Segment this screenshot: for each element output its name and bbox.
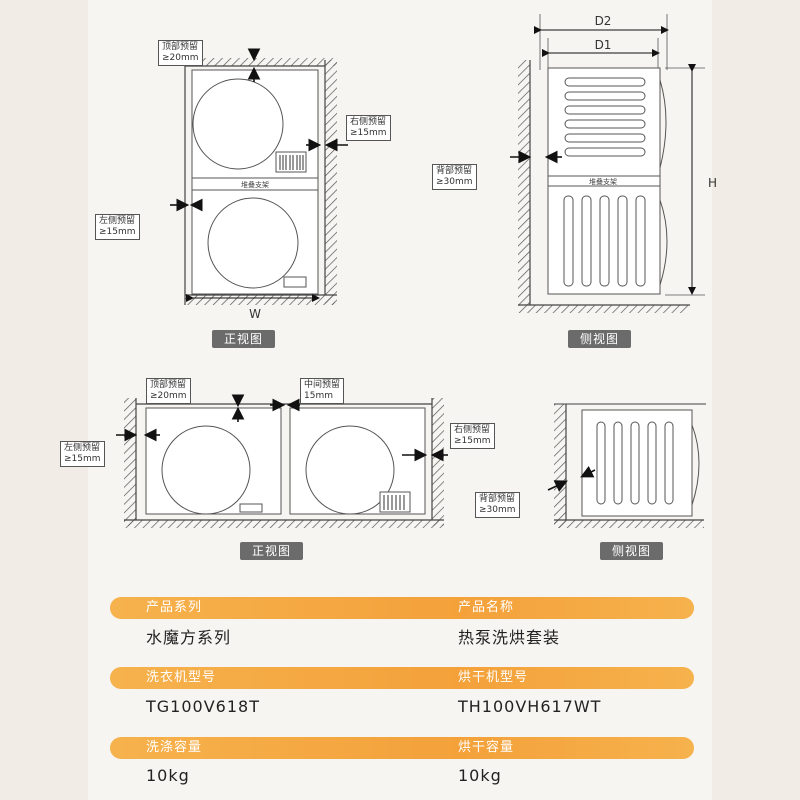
bottom-side-callout-back: 背部预留 ≥30mm	[475, 492, 520, 518]
top-front-view: 堆叠支架 W	[170, 48, 348, 321]
top-side-callout-back: 背部预留 ≥30mm	[432, 164, 477, 190]
h-label: H	[708, 176, 717, 190]
callout-value: ≥15mm	[350, 128, 387, 138]
callout-title: 右侧预留	[350, 117, 387, 127]
wash-capacity-value: 10kg	[146, 766, 190, 785]
wall-right-hatch	[325, 60, 337, 305]
series-value: 水魔方系列	[146, 628, 232, 647]
bottom-front-view-label: 正视图	[240, 542, 304, 560]
callout-value: ≥20mm	[150, 391, 187, 401]
callout-title: 中间预留	[304, 380, 341, 390]
washer-filter	[283, 276, 307, 288]
callout-value: ≥15mm	[64, 454, 101, 464]
callout-value: ≥30mm	[436, 177, 473, 187]
top-front-view-label: 正视图	[212, 330, 276, 348]
dryer-model-value: TH100VH617WT	[458, 697, 602, 716]
spec-bar-series	[110, 597, 694, 619]
callout-value: ≥20mm	[162, 53, 199, 63]
bottom-front-callout-right: 右侧预留 ≥15mm	[450, 423, 495, 449]
washer-model-value: TG100V618T	[146, 697, 260, 716]
bottom-side-view-label: 侧视图	[600, 542, 664, 560]
washer-door	[207, 197, 299, 289]
callout-title: 左侧预留	[99, 216, 136, 226]
washer-model-label: 洗衣机型号	[146, 670, 217, 685]
spec-bar-capacity	[110, 737, 694, 759]
callout-value: 15mm	[304, 391, 333, 401]
floor-hatch	[185, 295, 335, 305]
top-front-callout-right: 右侧预留 ≥15mm	[346, 115, 391, 141]
d2-label: D2	[595, 14, 612, 28]
callout-value: ≥15mm	[99, 227, 136, 237]
dry-capacity-value: 10kg	[458, 766, 502, 785]
callout-title: 顶部预留	[150, 380, 187, 390]
spec-bar-model	[110, 667, 694, 689]
stack-label: 堆叠支架	[241, 180, 269, 189]
bottom-front-view	[116, 394, 448, 528]
dryer-model-label: 烘干机型号	[458, 670, 529, 685]
callout-value: ≥15mm	[454, 436, 491, 446]
callout-title: 顶部预留	[162, 42, 199, 52]
series-label: 产品系列	[146, 600, 203, 615]
callout-title: 背部预留	[436, 166, 473, 176]
back-wall-hatch	[518, 60, 530, 305]
top-side-view-label: 侧视图	[568, 330, 632, 348]
bottom-side-view	[547, 403, 706, 528]
callout-title: 背部预留	[479, 494, 516, 504]
d1-label: D1	[595, 38, 612, 52]
top-front-callout-top: 顶部预留 ≥20mm	[158, 40, 203, 66]
callout-title: 右侧预留	[454, 425, 491, 435]
bottom-front-callout-middle: 中间预留 15mm	[300, 378, 345, 404]
callout-value: ≥30mm	[479, 505, 516, 515]
ceiling-hatch	[185, 58, 337, 66]
side-stack-label: 堆叠支架	[589, 177, 617, 186]
name-value: 热泵洗烘套装	[458, 628, 561, 647]
bottom-front-callout-top: 顶部预留 ≥20mm	[146, 378, 191, 404]
dryer-door	[192, 78, 284, 170]
top-front-callout-left: 左侧预留 ≥15mm	[95, 214, 140, 240]
wash-capacity-label: 洗涤容量	[146, 740, 203, 755]
callout-title: 左侧预留	[64, 443, 101, 453]
name-label: 产品名称	[458, 600, 515, 615]
top-side-view: D2 D1 堆叠支架 H	[510, 14, 717, 313]
width-label: W	[249, 307, 261, 321]
bottom-front-callout-left: 左侧预留 ≥15mm	[60, 441, 105, 467]
dry-capacity-label: 烘干容量	[458, 740, 515, 755]
